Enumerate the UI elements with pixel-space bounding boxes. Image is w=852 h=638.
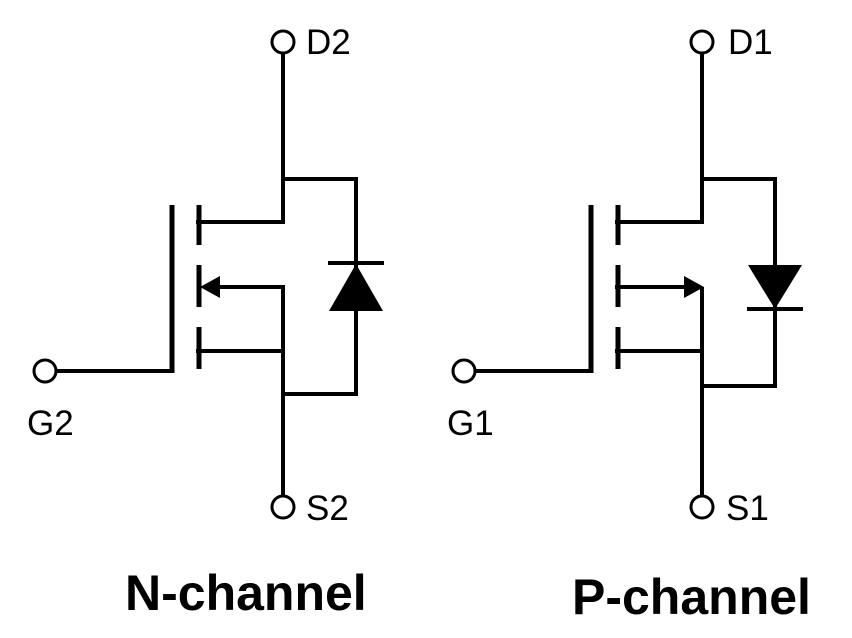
n-source-label: S2 bbox=[306, 489, 349, 528]
p-body-return-wire bbox=[615, 287, 704, 353]
n-drain-label: D2 bbox=[306, 23, 351, 62]
n-body-arrow bbox=[200, 276, 220, 298]
p-source-terminal bbox=[689, 494, 715, 520]
n-channel-caption: N-channel bbox=[125, 565, 367, 621]
p-drain-wire bbox=[615, 52, 704, 224]
n-gate-terminal bbox=[32, 358, 58, 384]
n-channel-mosfet-symbol: D2 G2 S2 bbox=[27, 23, 384, 528]
p-channel-caption: P-channel bbox=[572, 569, 811, 625]
p-gate-label: G1 bbox=[447, 404, 494, 443]
n-source-terminal bbox=[270, 494, 296, 520]
p-body-arrow bbox=[684, 276, 704, 298]
n-body-diode bbox=[329, 264, 383, 311]
p-body-diode bbox=[748, 265, 802, 309]
n-drain-terminal bbox=[270, 29, 296, 55]
p-drain-label: D1 bbox=[728, 23, 773, 62]
n-gate-label: G2 bbox=[27, 404, 74, 443]
n-body-wire bbox=[196, 285, 285, 353]
n-drain-wire bbox=[196, 52, 285, 224]
p-source-label: S1 bbox=[726, 489, 769, 528]
p-gate-terminal bbox=[451, 358, 477, 384]
p-channel-mosfet-symbol: D1 G1 S1 bbox=[447, 23, 803, 528]
p-drain-terminal bbox=[689, 29, 715, 55]
